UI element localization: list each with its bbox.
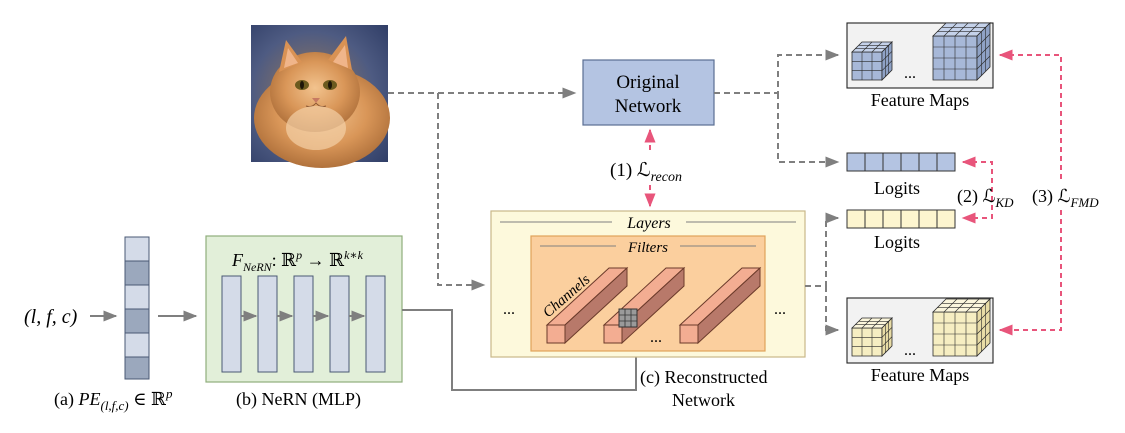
nern-caption: (b) NeRN (MLP) xyxy=(236,389,361,410)
arrow-original-to-featuremaps xyxy=(714,49,840,94)
nern-mlp-box: FNeRN: ℝp → ℝk∗k xyxy=(205,235,403,383)
channel-prism-1 xyxy=(545,266,629,345)
feature-maps-reconstructed: ... xyxy=(846,297,994,364)
loss-fmd-label: (3) ℒFMD xyxy=(1032,186,1099,210)
feature-maps-label-top: Feature Maps xyxy=(871,90,969,110)
arrow-kd-loss xyxy=(961,156,993,224)
layers-ellipsis-right: ... xyxy=(774,301,786,318)
feature-maps-label-bottom: Feature Maps xyxy=(871,365,969,385)
logits-reconstructed xyxy=(846,209,956,229)
logits-label-bottom: Logits xyxy=(874,232,920,252)
input-tuple: (l, f, c) xyxy=(24,306,78,328)
nern-formula: FNeRN: ℝp → ℝk∗k xyxy=(231,248,364,274)
arrow-image-to-reconstructed xyxy=(437,93,486,291)
arrow-reconstructed-to-logits xyxy=(805,212,840,287)
arrow-mlp-to-kernel xyxy=(402,309,642,391)
original-network-line1: Original xyxy=(616,72,679,93)
mlp-layers xyxy=(221,275,386,373)
cat-photo xyxy=(254,36,390,168)
filters-ellipsis: ... xyxy=(650,329,662,346)
pe-vector xyxy=(124,236,150,380)
reconstructed-caption-line1: (c) Reconstructed xyxy=(640,367,767,388)
feature-maps-ellipsis-top: ... xyxy=(904,65,916,82)
arrow-original-to-logits xyxy=(777,93,840,168)
loss-recon-label: (1) ℒrecon xyxy=(610,160,682,185)
pe-caption: (a) PE(l,f,c) ∈ ℝp xyxy=(54,386,173,413)
feature-cube-large xyxy=(932,298,991,357)
reconstructed-caption-line2: Network xyxy=(672,390,735,410)
original-network-box: Original Network xyxy=(582,59,715,126)
feature-maps-original: ... xyxy=(846,22,994,89)
input-image xyxy=(251,25,390,168)
layers-ellipsis-left: ... xyxy=(503,301,515,318)
original-network-line2: Network xyxy=(615,96,682,117)
kernel-grid xyxy=(618,308,638,328)
channel-prism-3 xyxy=(678,266,762,345)
reconstructed-network-box: Layers Filters xyxy=(490,210,806,358)
feature-maps-ellipsis-bottom: ... xyxy=(904,342,916,359)
feature-cube-small xyxy=(851,317,893,357)
feature-cube-large xyxy=(932,22,991,81)
layers-label: Layers xyxy=(626,215,671,232)
logits-original xyxy=(846,152,956,172)
logits-label-top: Logits xyxy=(874,178,920,198)
filters-label: Filters xyxy=(627,240,668,256)
feature-cube-small xyxy=(851,41,893,81)
loss-kd-label: (2) ℒKD xyxy=(957,186,1014,210)
filters-box: Filters xyxy=(530,235,766,352)
arrow-reconstructed-to-featuremaps xyxy=(825,286,840,336)
